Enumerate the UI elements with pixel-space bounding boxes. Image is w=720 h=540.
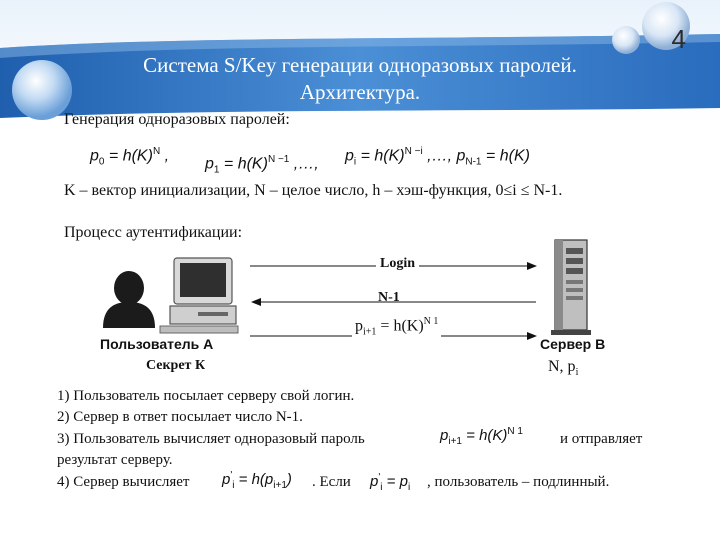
step-3-continued: и отправляет xyxy=(560,431,643,447)
step-4-conclusion: , пользователь – подлинный. xyxy=(427,474,610,490)
server-secret: N, pi xyxy=(548,358,579,379)
slide-number: 4 xyxy=(671,24,686,54)
user-silhouette-icon xyxy=(103,271,155,328)
step-3: 3) Пользователь вычисляет одноразовый па… xyxy=(57,431,365,447)
auth-diagram xyxy=(103,239,591,340)
login-label: Login xyxy=(376,256,420,272)
n1-label: N-1 xyxy=(378,290,400,305)
step-1: 1) Пользователь посылает серверу свой ло… xyxy=(57,388,355,404)
server-icon xyxy=(551,239,591,335)
slide-title: Система S/Key генерации одноразовых паро… xyxy=(0,52,720,106)
title-line-1: Система S/Key генерации одноразовых паро… xyxy=(143,53,577,77)
title-banner xyxy=(0,0,720,125)
auth-heading: Процесс аутентификации: xyxy=(64,224,243,241)
title-line-2: Архитектура. xyxy=(299,80,421,104)
definition-text: K – вектор инициализации, N – целое числ… xyxy=(64,182,563,199)
formula-p0: p0 = h(K)N , xyxy=(90,146,170,168)
step-3-result: результат серверу. xyxy=(57,452,173,468)
step-3-formula: pi+1 = h(K)N 1 xyxy=(440,426,523,447)
step-4-formula-1: p'i = h(pi+1) xyxy=(222,470,292,491)
computer-icon xyxy=(159,257,239,334)
pi1-label: pi+1 = h(K)N 1 xyxy=(352,316,442,338)
secret-label: Секрет К xyxy=(146,358,206,373)
step-4-if: . Если xyxy=(312,474,351,490)
server-label: Сервер В xyxy=(540,336,606,352)
generation-heading: Генерация одноразовых паролей: xyxy=(64,111,290,128)
step-4: 4) Сервер вычисляет xyxy=(57,474,190,490)
step-4-formula-2: p'i = pi xyxy=(370,472,411,493)
user-label: Пользователь А xyxy=(100,336,214,352)
banner-decoration xyxy=(0,0,720,125)
formula-pi: pi = h(K)N −i ,…, pN-1 = h(K) xyxy=(345,146,530,168)
formula-p1: p1 = h(K)N −1 ,…, xyxy=(205,154,319,176)
step-2: 2) Сервер в ответ посылает число N-1. xyxy=(57,409,303,425)
